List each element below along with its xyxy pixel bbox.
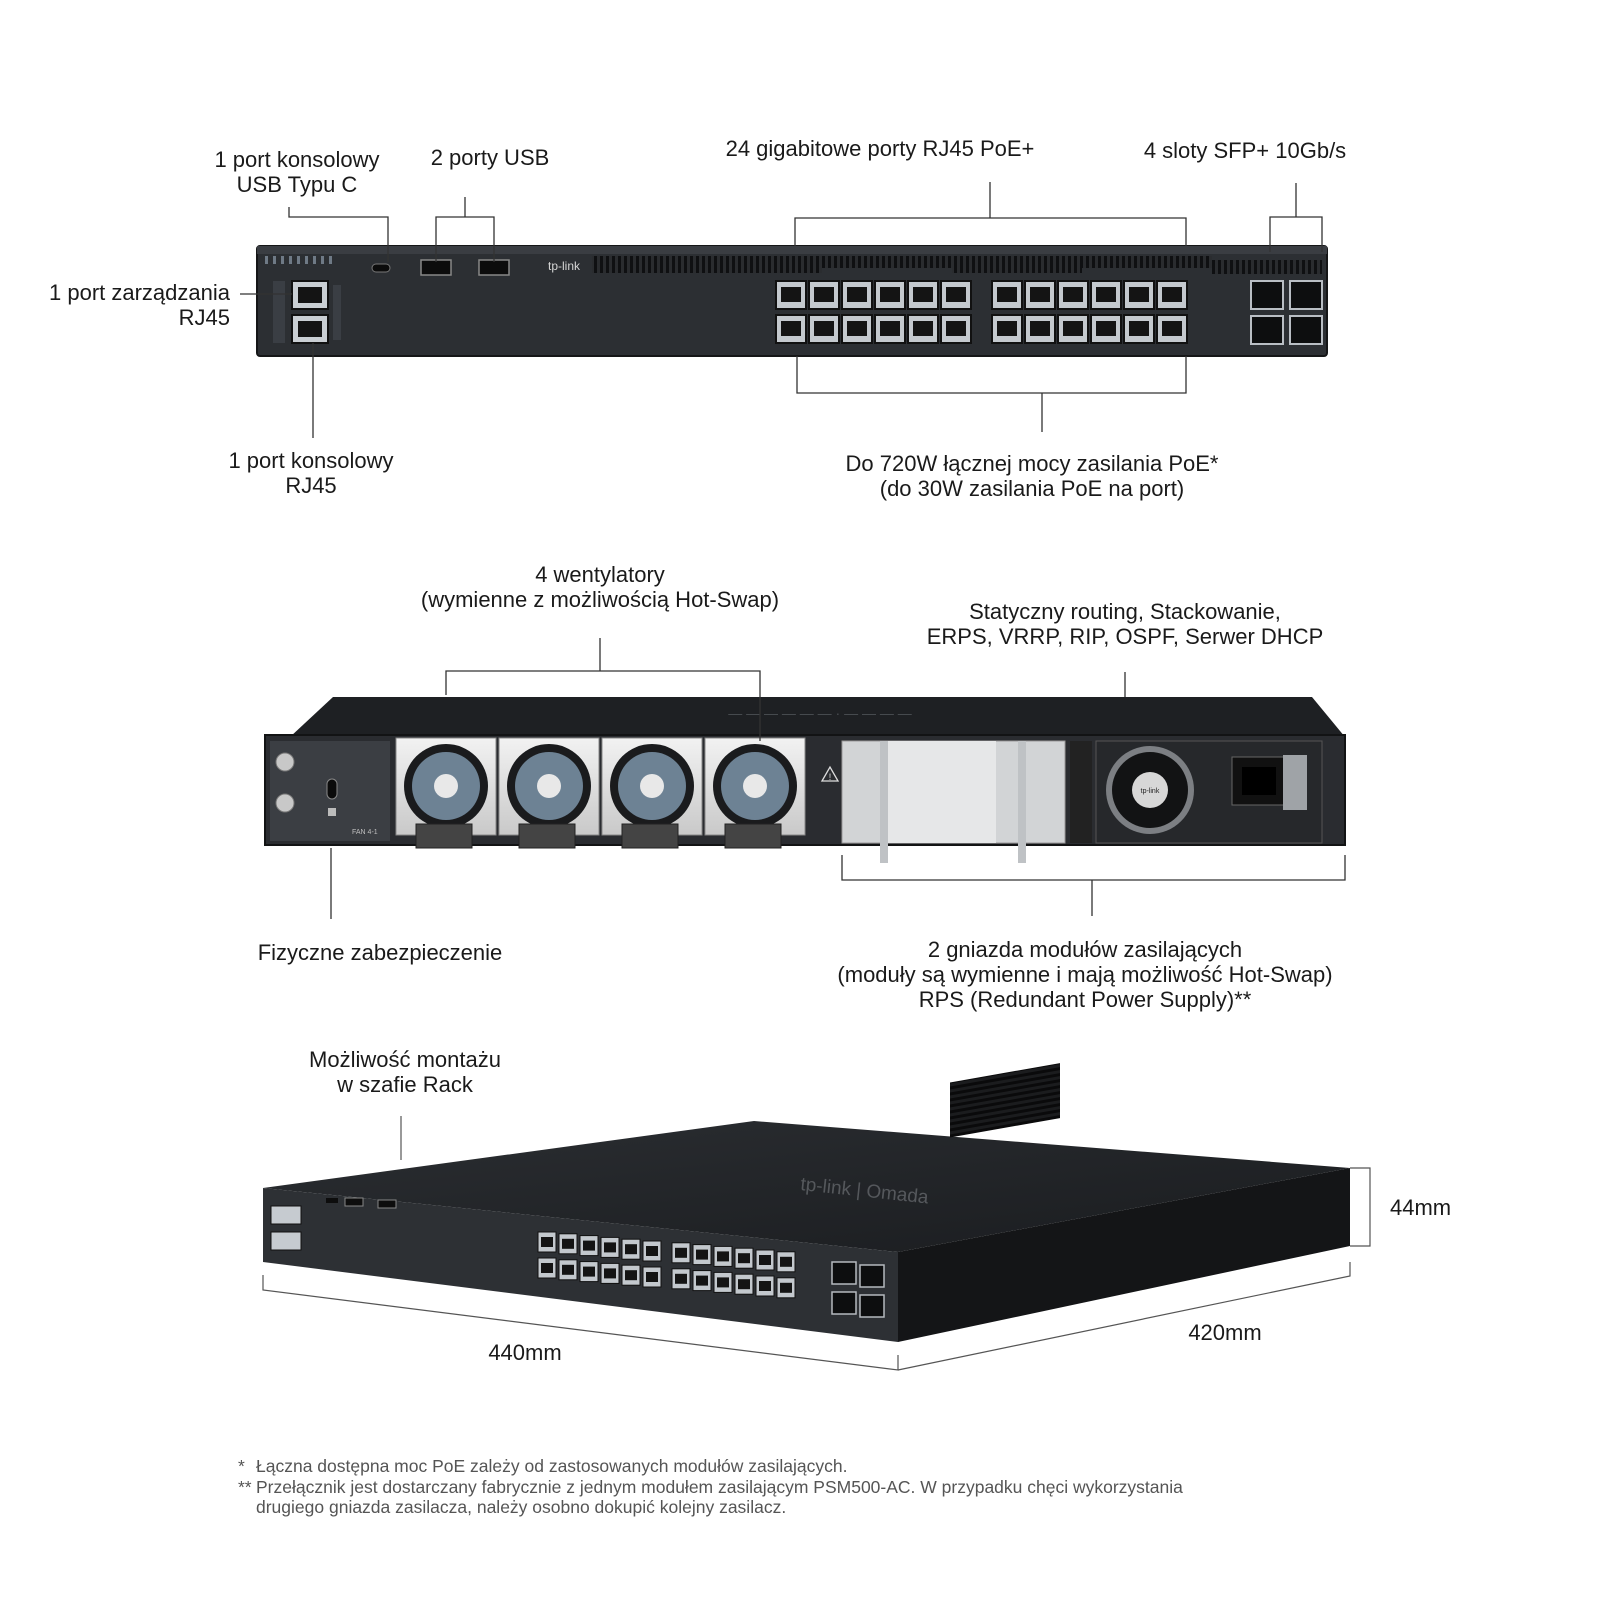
rj45-port-15 [1024, 280, 1056, 310]
psu-module-installed: tp-link [1095, 740, 1323, 844]
fan-module-2 [498, 737, 600, 849]
fan-module-1 [395, 737, 497, 849]
rj45-port-21 [1123, 280, 1155, 310]
label-poe-budget: Do 720W łącznej mocy zasilania PoE* (do … [845, 451, 1219, 501]
label-features: Statyczny routing, Stackowanie, ERPS, VR… [926, 599, 1324, 649]
usb-c-console-port [371, 263, 391, 273]
rj45-port-8 [874, 314, 906, 344]
rj45-port-19 [1090, 280, 1122, 310]
label-fans: 4 wentylatory (wymienne z możliwością Ho… [420, 562, 780, 612]
label-power-slots: 2 gniazda modułów zasilających (moduły s… [837, 937, 1333, 1012]
status-leds [265, 256, 332, 264]
front-panel: tp-link [256, 245, 1328, 357]
rear-panel: — — — — — — · — — — — FAN 4-1 ! [264, 697, 1346, 863]
rj45-port-1 [775, 280, 807, 310]
front-callouts [240, 182, 1323, 438]
rj45-port-12 [940, 314, 972, 344]
label-rj45-console: 1 port konsolowy RJ45 [228, 448, 394, 498]
rj45-port-7 [874, 280, 906, 310]
label-rj45-poe-ports: 24 gigabitowe porty RJ45 PoE+ [725, 136, 1035, 161]
mgmt-rj45-port [291, 280, 329, 310]
console-rj45-port [291, 314, 329, 344]
label-mgmt-port: 1 port zarządzania RJ45 [49, 280, 230, 330]
svg-text:FAN 4-1: FAN 4-1 [352, 829, 378, 836]
fan-module-4 [704, 737, 806, 849]
rj45-port-2 [775, 314, 807, 344]
usb-port-2 [478, 259, 510, 276]
rj45-poe-port-grid [775, 280, 1188, 344]
front-brand-logo: tp-link [548, 259, 581, 273]
psu-slot-empty [841, 740, 1066, 863]
label-usb-c-console: 1 port konsolowy USB Typu C [214, 147, 380, 197]
rj45-port-6 [841, 314, 873, 344]
footnote-1: *Łączna dostępna moc PoE zależy od zasto… [238, 1456, 848, 1476]
rj45-port-20 [1090, 314, 1122, 344]
rj45-port-5 [841, 280, 873, 310]
footnote-2: **Przełącznik jest dostarczany fabryczni… [238, 1477, 1183, 1497]
sfp-slots [1250, 280, 1323, 345]
rj45-port-3 [808, 280, 840, 310]
rear-callouts [330, 638, 1346, 919]
rj45-port-18 [1057, 314, 1089, 344]
label-width: 440mm [488, 1340, 562, 1365]
rj45-port-13 [991, 280, 1023, 310]
fan-modules [395, 737, 806, 849]
rj45-port-11 [940, 280, 972, 310]
label-sfp-slots: 4 sloty SFP+ 10Gb/s [1143, 138, 1347, 163]
rj45-port-23 [1156, 280, 1188, 310]
label-security: Fizyczne zabezpieczenie [257, 940, 503, 965]
iso-rj45-ports [537, 1231, 796, 1299]
svg-text:tp-link: tp-link [1141, 788, 1160, 795]
rj45-port-14 [991, 314, 1023, 344]
dimension-lines [262, 1116, 1371, 1371]
usb-port-1 [420, 259, 452, 276]
rj45-port-17 [1057, 280, 1089, 310]
label-depth: 420mm [1188, 1320, 1262, 1345]
label-rack-mount: Możliwość montażu w szafie Rack [309, 1047, 501, 1097]
label-height: 44mm [1390, 1195, 1452, 1220]
svg-text:— — — — — — · — — — —: — — — — — — · — — — — [728, 705, 912, 721]
svg-text:!: ! [829, 772, 832, 782]
isometric-view: tp-link | Omada [263, 1063, 1350, 1342]
kensington-lock-slot [326, 778, 338, 816]
footnote-2-cont: drugiego gniazda zasilacza, należy osobn… [256, 1497, 787, 1517]
rj45-port-24 [1156, 314, 1188, 344]
rj45-port-4 [808, 314, 840, 344]
rj45-port-16 [1024, 314, 1056, 344]
rj45-port-9 [907, 280, 939, 310]
fan-module-3 [601, 737, 703, 849]
rj45-port-10 [907, 314, 939, 344]
label-usb-ports: 2 porty USB [430, 145, 550, 170]
warning-icon: ! [820, 765, 840, 782]
rj45-port-22 [1123, 314, 1155, 344]
